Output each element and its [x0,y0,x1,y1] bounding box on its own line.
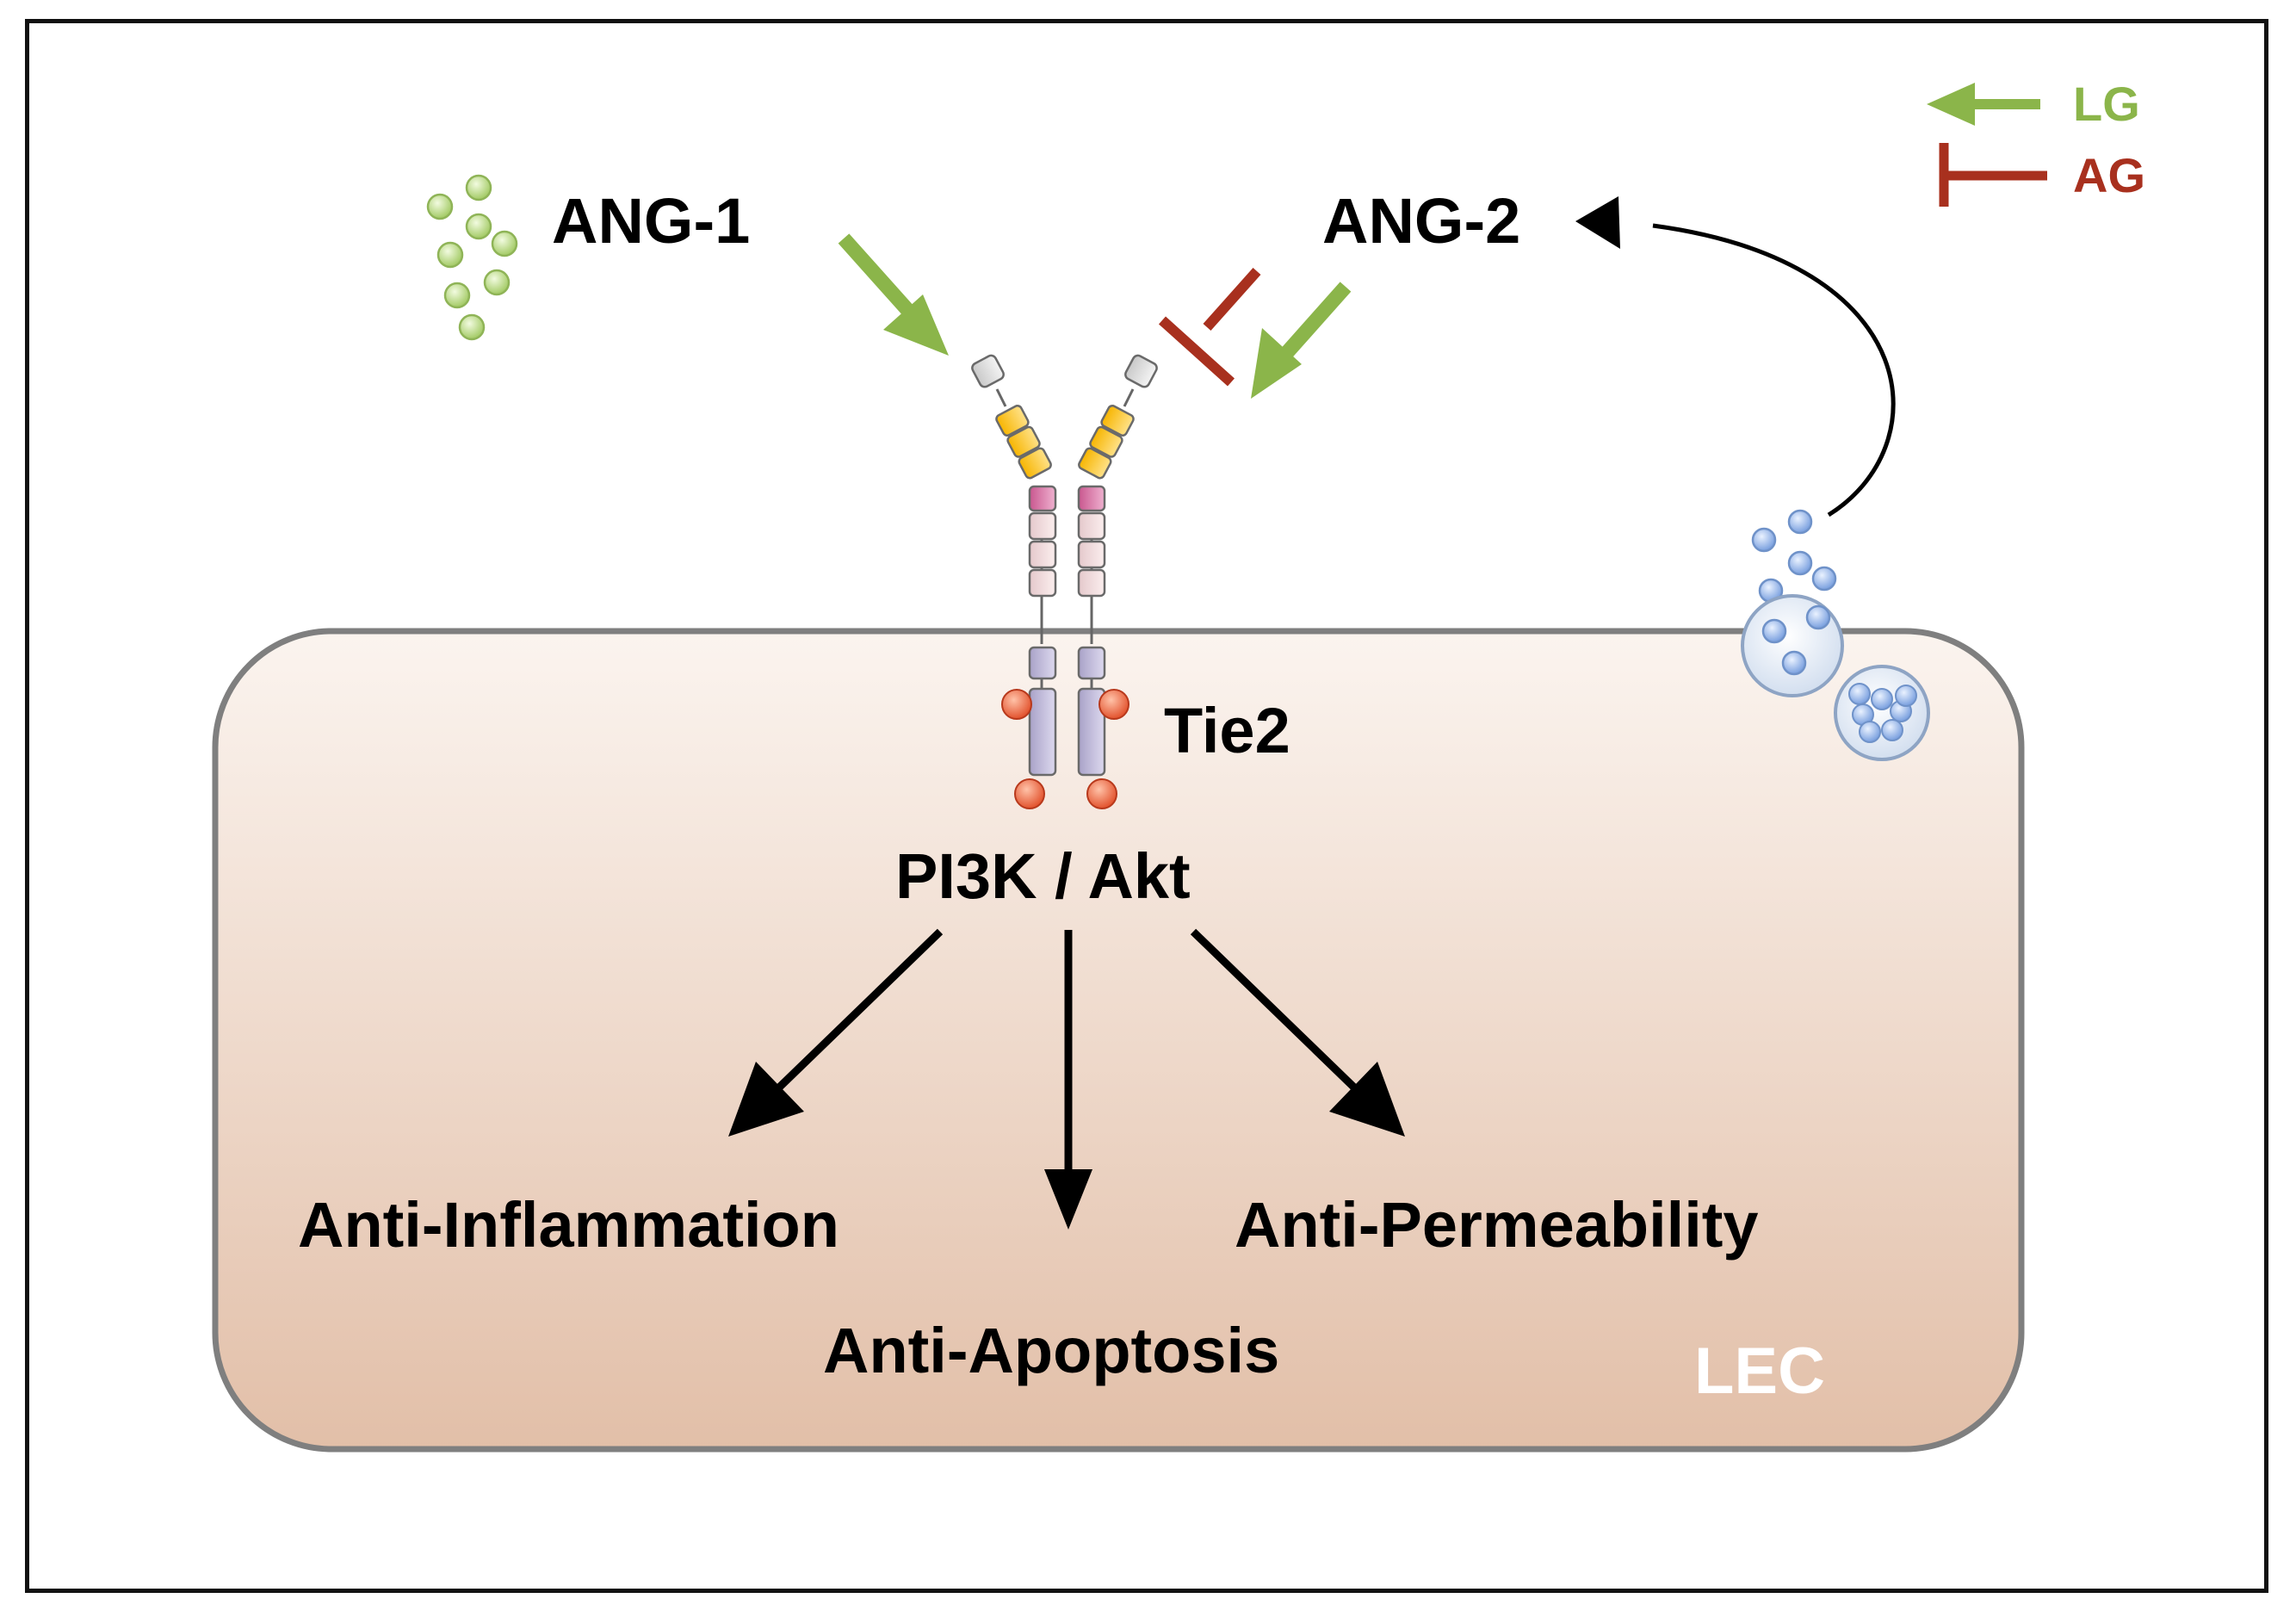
anti-inflammation-label: Anti-Inflammation [298,1189,839,1261]
tie2-right-arm [1077,354,1158,777]
ang1-particles [426,174,518,341]
cell-label: LEC [1694,1335,1825,1408]
ang2-label: ANG-2 [1322,185,1520,257]
vesicle-internal-icon [1834,665,1930,761]
legend-activation-arrow-icon [1927,83,2040,126]
arrow-to-anti-permeability-icon [1190,928,1405,1137]
anti-apoptosis-label: Anti-Apoptosis [823,1315,1279,1386]
tie2-receptor-icon [971,354,1158,809]
ang2-particles [1751,509,1837,604]
arrow-to-anti-apoptosis-icon [1044,930,1092,1230]
legend-activation-label: LG [2073,77,2140,131]
pi3k-akt-label: PI3K / Akt [895,840,1191,912]
legend-inhibition-bar-icon [1939,143,2047,207]
arrow-to-anti-inflammation-icon [728,928,944,1137]
vesicle-fusing-icon [1741,594,1844,697]
ang1-label: ANG-1 [552,185,750,257]
phosphorylation-sites [1001,689,1129,809]
tie2-label: Tie2 [1164,695,1290,766]
ang2-release-arrow-icon [1575,196,1896,517]
legend-inhibition-label: AG [2073,148,2145,202]
tie2-left-arm [971,354,1057,777]
ang2-activation-arrow-icon [1251,282,1352,399]
cell-body [212,628,2025,1453]
ang1-activation-arrow-icon [838,233,949,356]
ang2-inhibition-bar-icon [1158,268,1261,387]
anti-permeability-label: Anti-Permeability [1235,1189,1759,1261]
legend: LG AG [1927,77,2145,207]
